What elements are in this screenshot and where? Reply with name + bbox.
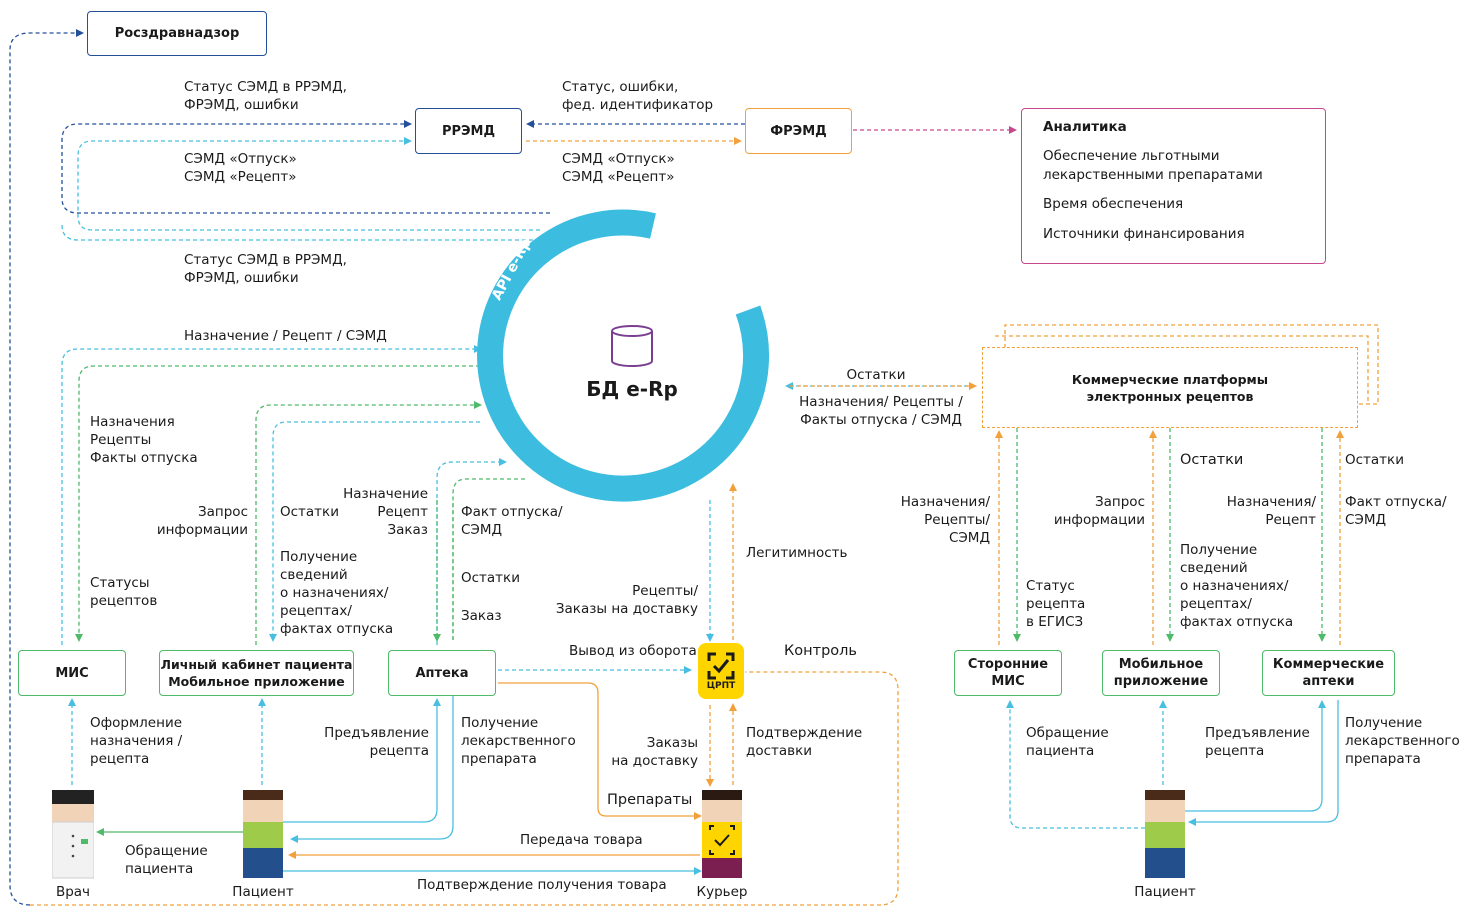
label-recipes-delivery: Рецепты/ Заказы на доставку <box>555 583 698 617</box>
label-stock2: Остатки <box>461 570 520 586</box>
label-status-fed: Статус, ошибки, фед. идентификатор <box>562 79 714 113</box>
rremd-box[interactable]: РРЭМД <box>415 108 522 154</box>
analytics-item: Обеспечение льготными лекарственными пре… <box>1043 148 1263 183</box>
label-r-visit: Обращение пациента <box>1026 725 1109 759</box>
mobile-app-label: Мобильное приложение <box>1113 657 1209 689</box>
analytics-item: Источники финансирования <box>1043 226 1245 242</box>
label-get-info1: Получение сведений о назначениях/ рецепт… <box>280 549 394 637</box>
label-r-stock1: Остатки <box>1180 452 1244 468</box>
label-preparations: Препараты <box>607 792 693 808</box>
api-ring <box>477 209 770 502</box>
label-r-get-info: Получение сведений о назначениях/ рецепт… <box>1180 542 1294 630</box>
label-status-top: Статус СЭМД в РРЭМД, ФРЭМД, ошибки <box>184 79 347 113</box>
label-mis-status: Статусы рецептов <box>90 575 158 609</box>
label-r-stock2: Остатки <box>1345 452 1404 468</box>
patient-label: Пациент <box>232 884 294 900</box>
label-assign: Назначение / Рецепт / СЭМД <box>184 328 387 344</box>
label-confirm-receive: Подтверждение получения товара <box>417 877 667 893</box>
rremd-label: РРЭМД <box>441 123 496 139</box>
mobile-app-box[interactable]: Мобильное приложение <box>1102 650 1220 696</box>
ext-mis-label: Сторонние МИС <box>967 657 1049 689</box>
label-get-drug1: Получение лекарственного препарата <box>461 715 576 767</box>
label-assign-facts: Назначения/ Рецепты / Факты отпуска / СЭ… <box>799 394 963 428</box>
label-r-egisz: Статус рецепта в ЕГИСЗ <box>1026 578 1086 630</box>
label-control: Контроль <box>784 643 857 659</box>
label-semd-right: СЭМД «Отпуск» СЭМД «Рецепт» <box>562 151 675 185</box>
patient2-label: Пациент <box>1134 884 1196 900</box>
cabinet-label: Личный кабинет пациента Мобильное прилож… <box>160 657 353 689</box>
database-icon <box>611 325 653 367</box>
analytics-title: Аналитика <box>1043 119 1127 135</box>
analytics-item: Время обеспечения <box>1043 196 1184 212</box>
doctor-label: Врач <box>55 884 91 900</box>
fremd-box[interactable]: ФРЭМД <box>745 108 852 154</box>
crpt-label: ЦРПТ <box>706 681 736 691</box>
patient2-icon <box>1145 790 1185 878</box>
patient-icon <box>243 790 283 878</box>
label-r-assign2: Назначения/ Рецепт <box>1226 494 1316 528</box>
label-prescribe: Оформление назначения / рецепта <box>90 715 183 767</box>
label-orders-delivery: Заказы на доставку <box>611 735 698 769</box>
courier-label: Курьер <box>696 884 748 900</box>
label-withdraw: Вывод из оборота <box>569 643 697 659</box>
label-pharm-assign: Назначение Рецепт Заказ <box>343 486 428 538</box>
courier-icon <box>702 790 742 878</box>
label-r-get-drug: Получение лекарственного препарата <box>1345 715 1460 767</box>
label-mis-info: Назначения Рецепты Факты отпуска <box>90 414 198 466</box>
label-fact-semd: Факт отпуска/ СЭМД <box>461 504 563 538</box>
pharmacy-box[interactable]: Аптека <box>388 650 496 696</box>
crpt-box[interactable]: ЦРПТ <box>698 643 744 699</box>
ext-mis-box[interactable]: Сторонние МИС <box>954 650 1062 696</box>
label-legitimacy: Легитимность <box>746 545 848 561</box>
mis-label: МИС <box>55 665 89 681</box>
label-transfer: Передача товара <box>520 832 643 848</box>
analytics-box: Аналитика Обеспечение льготными лекарств… <box>1021 108 1326 264</box>
platforms-label: Коммерческие платформы электронных рецеп… <box>1071 371 1269 404</box>
cabinet-box[interactable]: Личный кабинет пациента Мобильное прилож… <box>159 650 354 696</box>
label-present1: Предъявление рецепта <box>324 725 429 759</box>
roszdrav-box[interactable]: Росздравнадзор <box>87 11 267 56</box>
pharmacy-label: Аптека <box>415 665 469 681</box>
doctor-icon <box>52 790 94 879</box>
label-stock1: Остатки <box>280 504 339 520</box>
comm-pharm-box[interactable]: Коммерческие аптеки <box>1262 650 1395 696</box>
label-r-present: Предъявление рецепта <box>1205 725 1310 759</box>
roszdrav-label: Росздравнадзор <box>114 26 240 41</box>
fremd-label: ФРЭМД <box>770 123 827 139</box>
label-status-bottom: Статус СЭМД в РРЭМД, ФРЭМД, ошибки <box>184 252 347 286</box>
label-confirm-delivery: Подтверждение доставки <box>746 725 863 759</box>
check-frame-icon <box>707 652 735 680</box>
label-patient-visit: Обращение пациента <box>125 843 208 877</box>
comm-pharm-label: Коммерческие аптеки <box>1272 657 1385 689</box>
mis-box[interactable]: МИС <box>18 650 126 696</box>
label-order: Заказ <box>461 608 502 624</box>
label-r-assign: Назначения/ Рецепты/ СЭМД <box>900 494 990 546</box>
label-r-fact: Факт отпуска/ СЭМД <box>1345 494 1447 528</box>
label-request-info: Запрос информации <box>156 504 248 538</box>
label-r-request: Запрос информации <box>1053 494 1145 528</box>
label-semd-left: СЭМД «Отпуск» СЭМД «Рецепт» <box>184 151 297 185</box>
platforms-box[interactable]: Коммерческие платформы электронных рецеп… <box>982 347 1358 428</box>
label-stock-mid: Остатки <box>846 367 906 383</box>
db-title: БД e-Rp <box>586 377 678 401</box>
